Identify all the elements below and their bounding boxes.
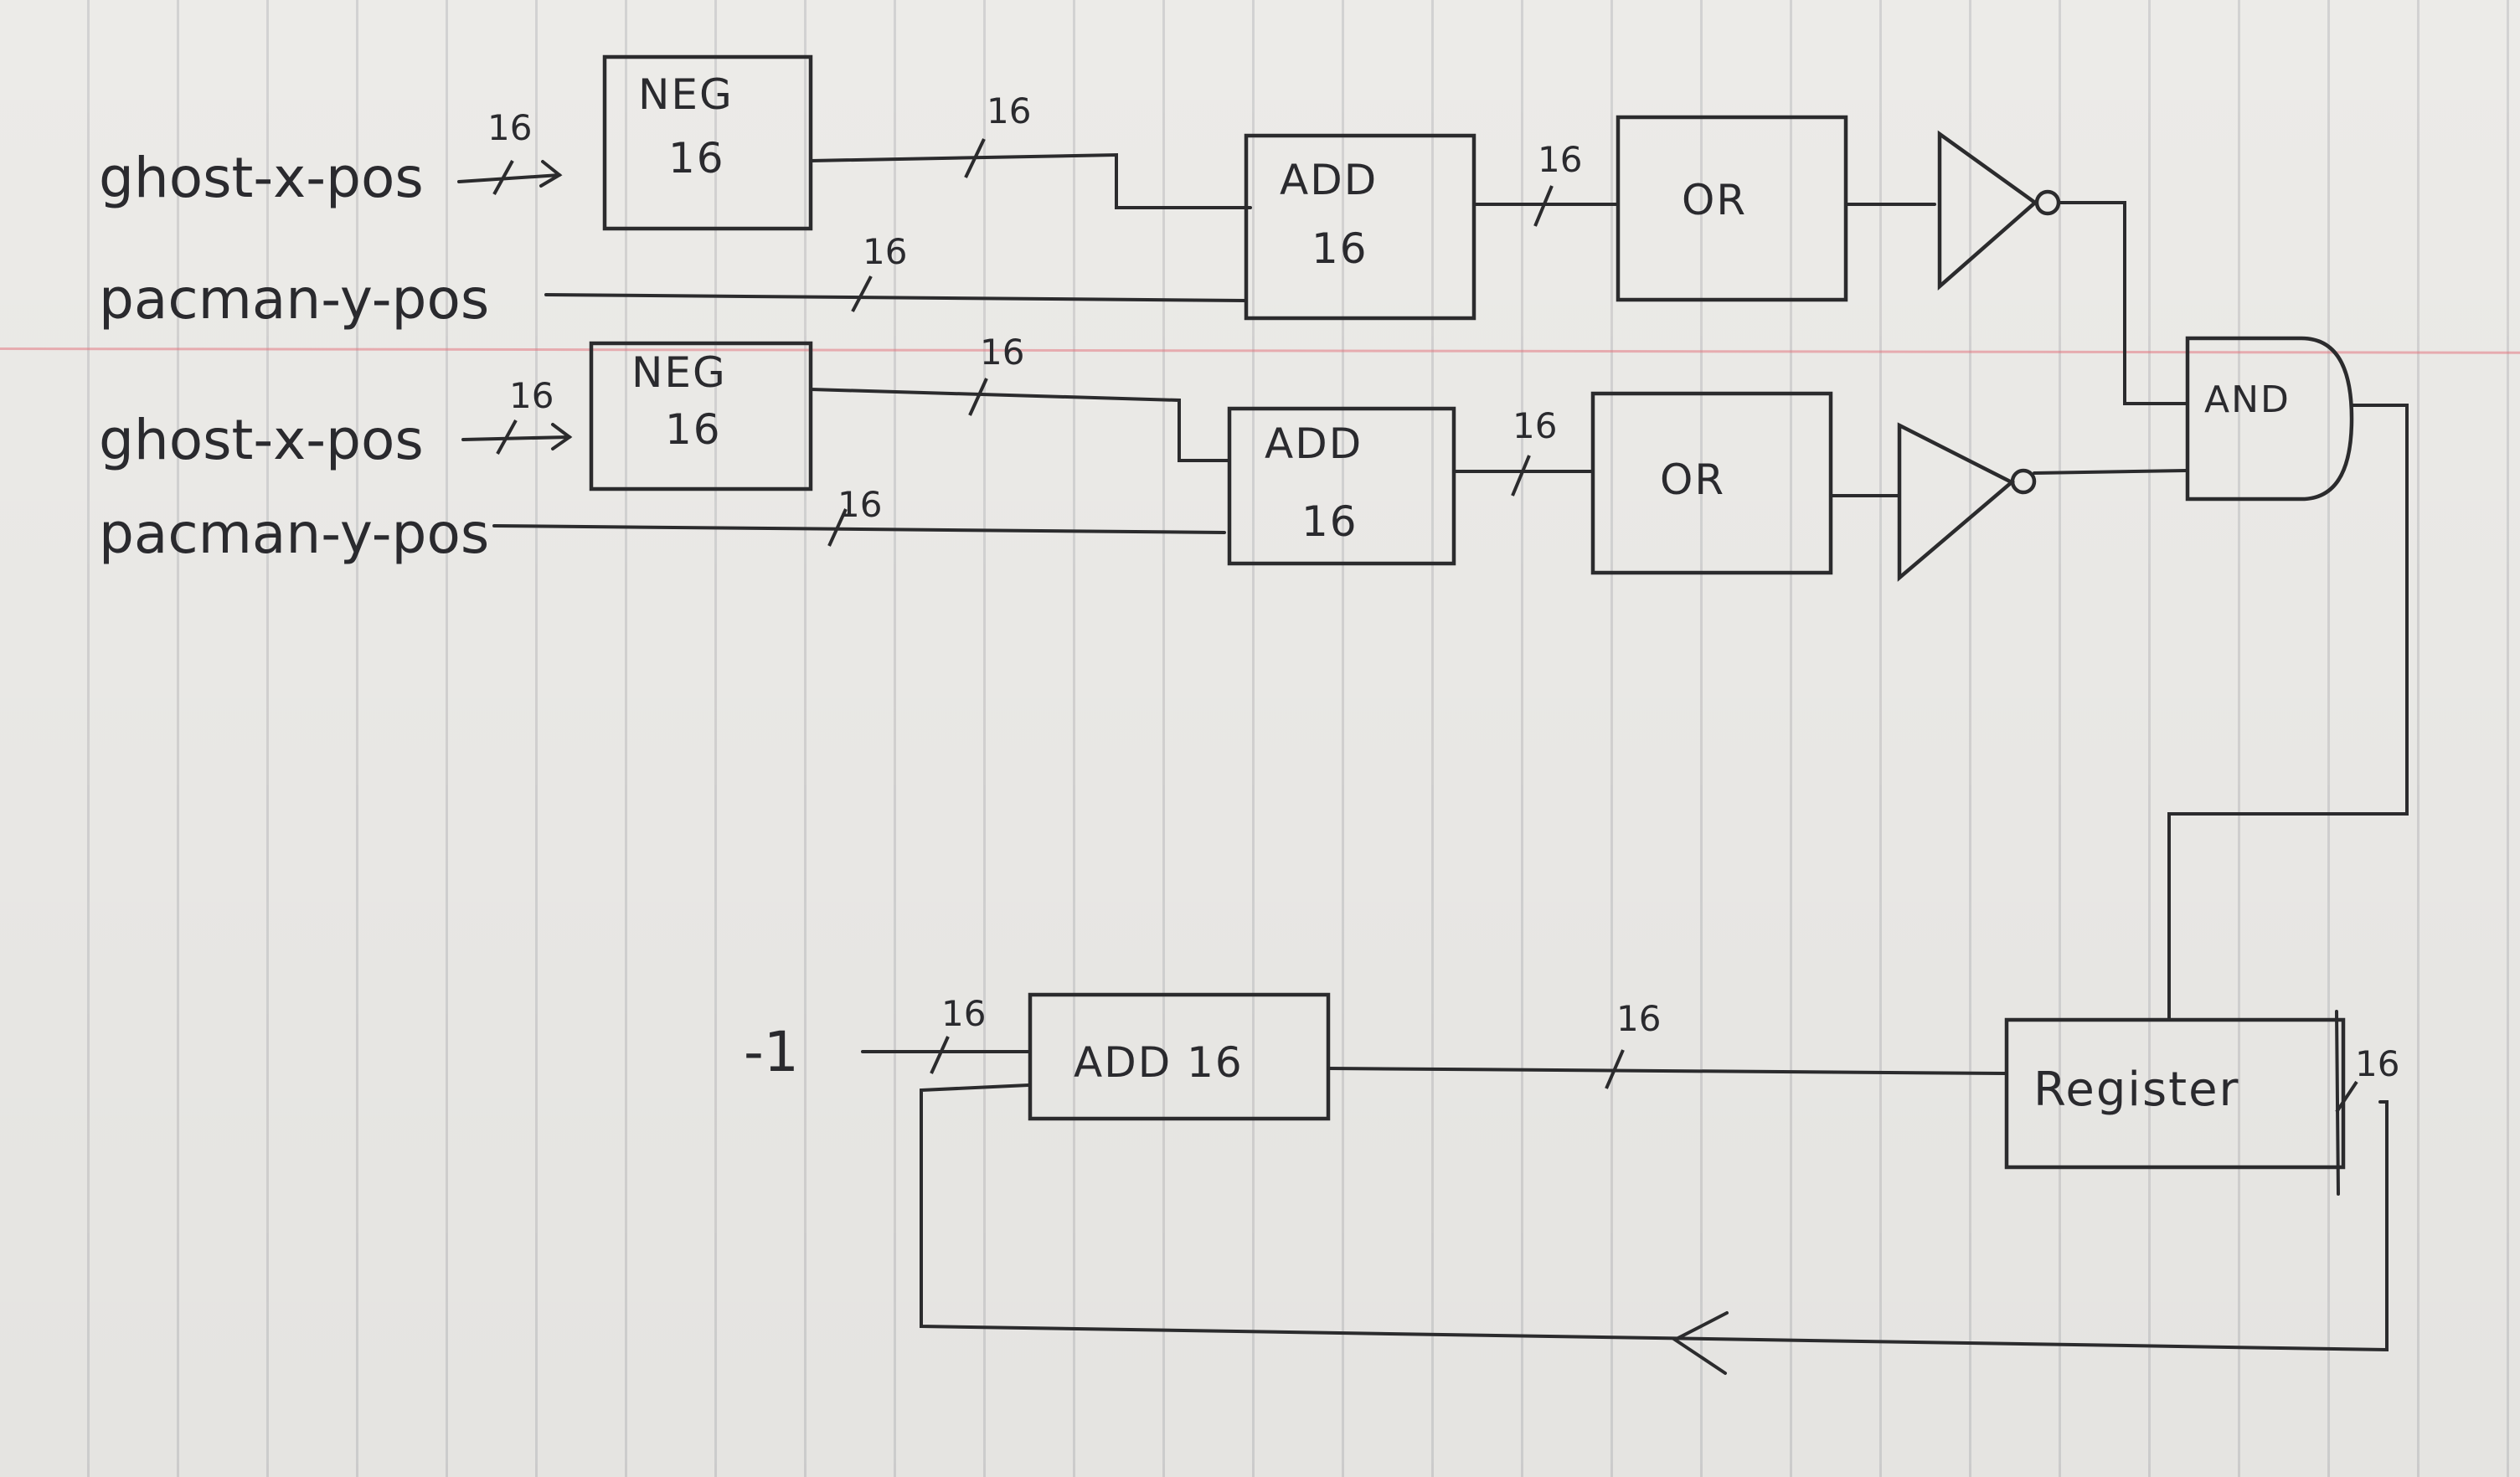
not-bubble-top bbox=[2034, 189, 2061, 216]
neg-bottom-width: 16 bbox=[665, 405, 722, 454]
add-block-top bbox=[1244, 133, 1476, 321]
signal-label-pacman-y-bottom: pacman-y-pos bbox=[99, 502, 490, 566]
bus-width-label: 16 bbox=[987, 90, 1032, 131]
bus-tick bbox=[1511, 455, 1531, 497]
bus-width-label: 16 bbox=[980, 332, 1025, 373]
bus-tick bbox=[496, 419, 518, 455]
wire-not-to-and-bottom bbox=[2033, 469, 2188, 475]
add-counter-label: ADD 16 bbox=[1074, 1038, 1244, 1087]
bus-width-label: 16 bbox=[1616, 998, 1662, 1039]
bus-tick bbox=[827, 508, 848, 547]
bus-width-label: 16 bbox=[509, 375, 554, 416]
wire-neg-to-add-bottom bbox=[809, 388, 1231, 462]
wire-add-to-register bbox=[1327, 1067, 2007, 1075]
bus-width-label: 16 bbox=[487, 107, 533, 148]
bus-width-label: 16 bbox=[1513, 405, 1558, 446]
and-gate-label: AND bbox=[2204, 378, 2291, 421]
feedback-wire bbox=[920, 1083, 2389, 1352]
add-top-label: ADD bbox=[1280, 156, 1379, 204]
bus-tick bbox=[851, 275, 873, 312]
ghost-x-wire-top bbox=[457, 173, 561, 183]
feedback-arrow-head bbox=[1672, 1311, 1729, 1375]
neg-top-label: NEG bbox=[638, 70, 734, 119]
bus-tick bbox=[1605, 1049, 1625, 1089]
wire-not-to-and-top bbox=[2057, 201, 2188, 405]
bus-width-label: 16 bbox=[863, 231, 908, 272]
not-bubble-bottom bbox=[2010, 468, 2037, 495]
pacman-y-wire-top bbox=[544, 293, 1248, 302]
not-gate-bottom bbox=[1897, 422, 2016, 582]
add-bottom-width: 16 bbox=[1301, 497, 1358, 546]
bus-tick bbox=[492, 160, 514, 195]
bus-tick bbox=[968, 378, 988, 416]
add-block-bottom bbox=[1227, 406, 1456, 566]
signal-label-ghost-x-top: ghost-x-pos bbox=[99, 146, 424, 210]
bus-width-label: 16 bbox=[2355, 1043, 2400, 1084]
bus-width-label: 16 bbox=[941, 993, 987, 1034]
register-block bbox=[2004, 1017, 2346, 1170]
bus-tick bbox=[930, 1036, 950, 1074]
neg-bottom-label: NEG bbox=[631, 348, 727, 397]
wire-and-to-register bbox=[2167, 404, 2409, 1022]
signal-label-pacman-y-top: pacman-y-pos bbox=[99, 267, 490, 332]
neg-block-bottom bbox=[589, 341, 813, 491]
register-label: Register bbox=[2033, 1063, 2240, 1117]
and-gate bbox=[2185, 336, 2354, 502]
signal-label-ghost-x-bottom: ghost-x-pos bbox=[99, 408, 424, 472]
bus-tick bbox=[1533, 185, 1554, 227]
constant-label-minus-one: -1 bbox=[744, 1020, 799, 1084]
bus-width-label: 16 bbox=[1538, 139, 1583, 180]
add-top-width: 16 bbox=[1312, 224, 1368, 273]
pacman-y-wire-bottom bbox=[492, 524, 1226, 534]
neg-top-width: 16 bbox=[668, 134, 725, 183]
arrow-head-top bbox=[539, 160, 563, 188]
or-block-bottom bbox=[1590, 391, 1833, 575]
or-top-label: OR bbox=[1682, 176, 1748, 224]
register-output-bar bbox=[2335, 1010, 2340, 1196]
bus-tick bbox=[2335, 1080, 2358, 1114]
add-counter-block bbox=[1028, 992, 1331, 1121]
neg-block-top bbox=[602, 54, 813, 231]
bus-tick bbox=[964, 138, 986, 178]
or-block-top bbox=[1616, 115, 1848, 302]
not-gate-top bbox=[1937, 130, 2038, 291]
ghost-x-wire-bottom bbox=[461, 435, 571, 441]
bus-width-label: 16 bbox=[837, 484, 883, 525]
arrow-head-bottom bbox=[551, 423, 573, 450]
or-bottom-label: OR bbox=[1660, 455, 1726, 504]
add-bottom-label: ADD bbox=[1265, 419, 1363, 468]
wire-neg-to-add-top bbox=[809, 152, 1252, 209]
